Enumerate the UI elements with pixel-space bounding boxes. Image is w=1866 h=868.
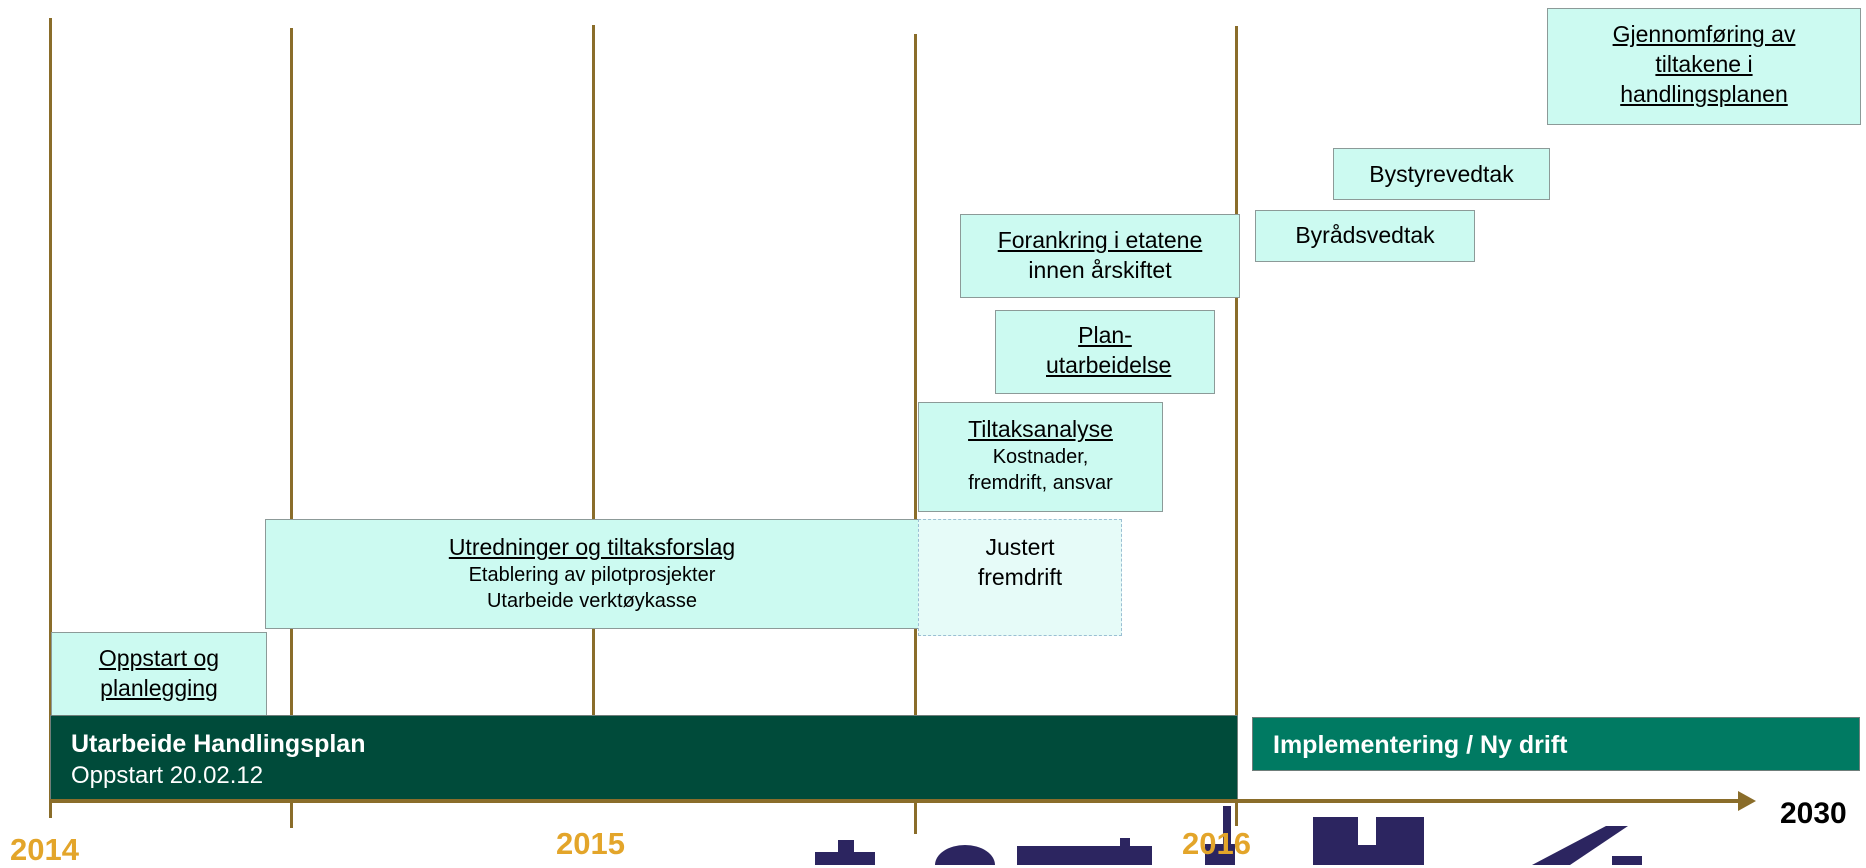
task-tiltaksanalyse-title: Tiltaksanalyse bbox=[968, 416, 1113, 442]
year-label-2030: 2030 bbox=[1780, 797, 1847, 830]
task-tiltaksanalyse: Tiltaksanalyse Kostnader, fremdrift, ans… bbox=[918, 402, 1163, 512]
task-oppstart-title: Oppstart og planlegging bbox=[98, 645, 220, 701]
phase-implementation-bar: Implementering / Ny drift bbox=[1252, 717, 1860, 771]
task-tiltaksanalyse-line1: Kostnader, bbox=[992, 446, 1089, 468]
task-byradsvedtak: Byrådsvedtak bbox=[1255, 210, 1475, 262]
timeline-arrow-icon bbox=[1738, 791, 1756, 811]
year-label-2014: 2014 bbox=[10, 832, 79, 867]
task-oppstart: Oppstart og planlegging bbox=[51, 632, 267, 716]
task-forankring: Forankring i etatene innen årskiftet bbox=[960, 214, 1240, 298]
year-label-2016: 2016 bbox=[1182, 826, 1251, 861]
phase-implementation-title: Implementering / Ny drift bbox=[1273, 731, 1568, 759]
task-gjennomforing: Gjennomføring av tiltakene i handlingspl… bbox=[1547, 8, 1861, 125]
task-plan: Plan-utarbeidelse bbox=[995, 310, 1215, 394]
task-utredninger-line1: Etablering av pilotprosjekter bbox=[468, 564, 716, 586]
task-forankring-title: Forankring i etatene bbox=[997, 227, 1203, 253]
task-utredninger-line2: Utarbeide verktøykasse bbox=[486, 590, 698, 612]
task-bystyrevedtak: Bystyrevedtak bbox=[1333, 148, 1550, 200]
timeline-divider-2014 bbox=[49, 18, 52, 818]
task-byradsvedtak-title: Byrådsvedtak bbox=[1295, 222, 1435, 248]
phase-main-bar: Utarbeide Handlingsplan Oppstart 20.02.1… bbox=[50, 715, 1238, 800]
task-plan-title: Plan-utarbeidelse bbox=[1046, 322, 1172, 378]
task-justert: Justert fremdrift bbox=[918, 519, 1122, 636]
task-tiltaksanalyse-line2: fremdrift, ansvar bbox=[968, 472, 1113, 494]
timeline-divider-2015 bbox=[592, 25, 595, 720]
task-gjennomforing-title: Gjennomføring av tiltakene i handlingspl… bbox=[1612, 21, 1796, 107]
task-utredninger-title: Utredninger og tiltaksforslag bbox=[448, 534, 736, 560]
task-forankring-line1: innen årskiftet bbox=[1028, 257, 1172, 283]
task-utredninger: Utredninger og tiltaksforslag Etablering… bbox=[265, 519, 919, 629]
task-justert-title: Justert fremdrift bbox=[977, 534, 1063, 590]
phase-main-subtitle: Oppstart 20.02.12 bbox=[71, 762, 264, 789]
timeline-divider-q2 bbox=[290, 28, 293, 828]
timeline-axis bbox=[50, 799, 1740, 803]
task-bystyrevedtak-title: Bystyrevedtak bbox=[1369, 161, 1514, 187]
timeline-divider-2016 bbox=[1235, 26, 1238, 826]
phase-main-title: Utarbeide Handlingsplan bbox=[71, 730, 366, 758]
timeline-divider-q4 bbox=[914, 34, 917, 834]
year-label-2015: 2015 bbox=[556, 826, 625, 861]
